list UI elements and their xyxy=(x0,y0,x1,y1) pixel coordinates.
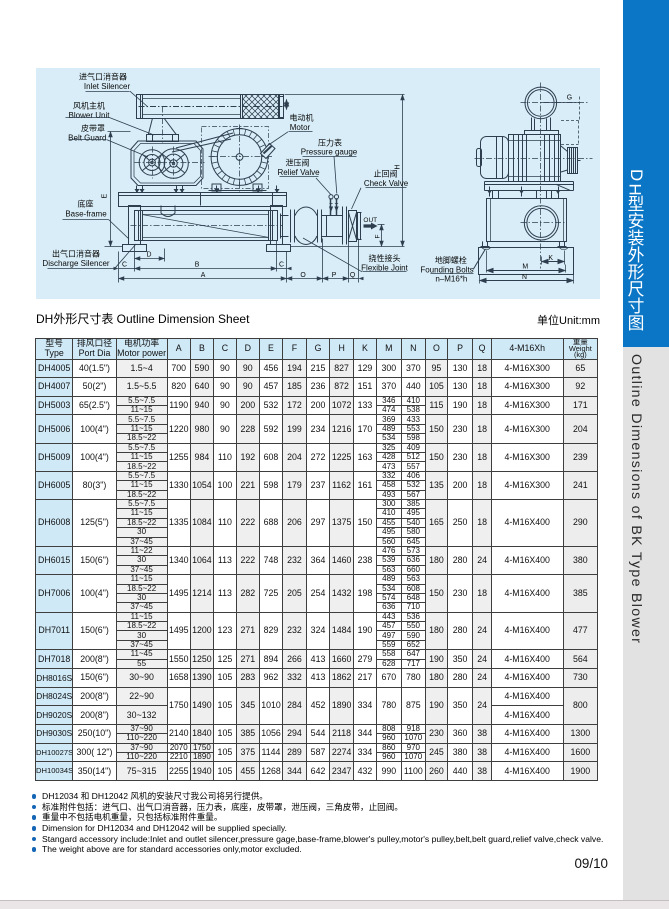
svg-text:G: G xyxy=(567,95,572,102)
svg-text:P: P xyxy=(332,272,337,279)
svg-text:C: C xyxy=(279,262,284,269)
svg-text:底座: 底座 xyxy=(78,199,94,209)
svg-text:K: K xyxy=(548,255,553,262)
svg-text:Flexible Joint: Flexible Joint xyxy=(361,263,408,272)
svg-text:N: N xyxy=(522,274,527,281)
svg-text:Base-frame: Base-frame xyxy=(65,209,107,218)
svg-text:压力表: 压力表 xyxy=(318,138,342,148)
svg-text:Founding Bolts: Founding Bolts xyxy=(420,265,473,274)
svg-text:Check Valve: Check Valve xyxy=(364,179,409,188)
svg-text:C: C xyxy=(122,262,127,269)
svg-text:Discharge Silencer: Discharge Silencer xyxy=(42,259,109,268)
svg-text:F: F xyxy=(375,234,382,238)
svg-text:n–M16*h: n–M16*h xyxy=(435,275,467,284)
svg-text:A: A xyxy=(201,272,206,279)
svg-text:O: O xyxy=(300,272,306,279)
svg-text:H: H xyxy=(394,164,401,169)
svg-text:Inlet Silencer: Inlet Silencer xyxy=(84,82,131,91)
svg-text:电动机: 电动机 xyxy=(290,113,314,123)
svg-text:风机主机: 风机主机 xyxy=(73,101,105,111)
svg-text:M: M xyxy=(522,264,528,271)
svg-text:Belt Guard: Belt Guard xyxy=(68,133,106,142)
svg-text:D: D xyxy=(147,252,152,259)
svg-text:止回阀: 止回阀 xyxy=(374,169,398,179)
svg-text:B: B xyxy=(195,262,200,269)
svg-text:Pressure gauge: Pressure gauge xyxy=(301,148,358,157)
svg-text:泄压阀: 泄压阀 xyxy=(286,158,310,168)
svg-text:出气口消音器: 出气口消音器 xyxy=(52,249,100,259)
svg-text:皮带罩: 皮带罩 xyxy=(81,123,105,133)
svg-text:Q: Q xyxy=(350,272,356,279)
svg-text:地脚螺栓: 地脚螺栓 xyxy=(435,255,467,265)
svg-text:Blower Unit: Blower Unit xyxy=(69,111,111,120)
svg-text:OUT: OUT xyxy=(363,217,377,224)
svg-text:Relief Valve: Relief Valve xyxy=(277,168,320,177)
svg-text:挠性接头: 挠性接头 xyxy=(369,253,401,263)
svg-text:进气口消音器: 进气口消音器 xyxy=(79,72,127,82)
svg-text:Motor: Motor xyxy=(290,123,311,132)
svg-text:E: E xyxy=(102,193,109,198)
